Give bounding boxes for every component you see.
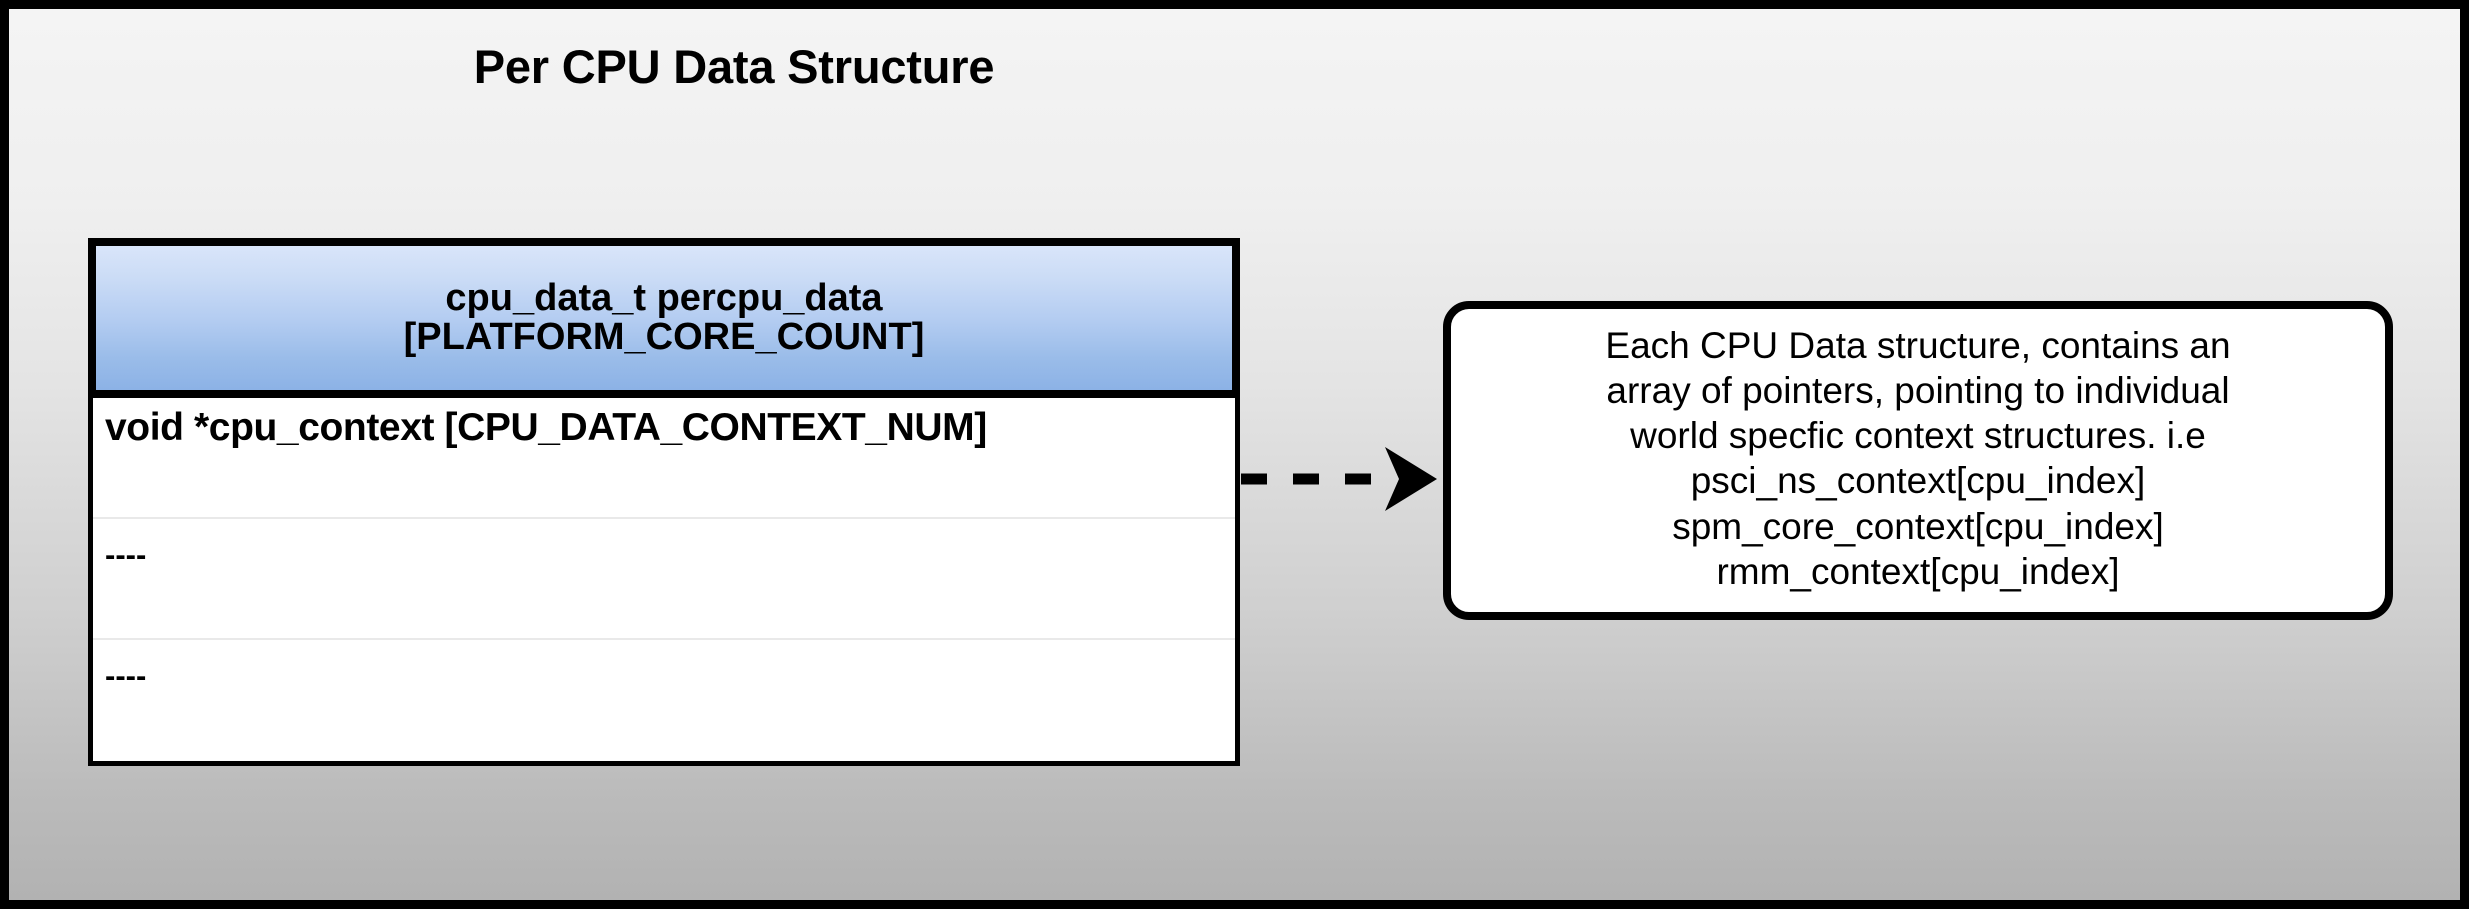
table-row: ----: [93, 640, 1235, 761]
callout-line: psci_ns_context[cpu_index]: [1690, 460, 2146, 502]
struct-header-line-2: [PLATFORM_CORE_COUNT]: [403, 316, 925, 358]
callout-line: array of pointers, pointing to individua…: [1606, 370, 2230, 412]
struct-field-label: ----: [105, 537, 147, 572]
struct-table-body: void *cpu_context [CPU_DATA_CONTEXT_NUM]…: [88, 398, 1240, 766]
table-row: void *cpu_context [CPU_DATA_CONTEXT_NUM]: [93, 398, 1235, 519]
dashed-arrow-right-icon: [1241, 447, 1437, 511]
struct-table-header: cpu_data_t percpu_data [PLATFORM_CORE_CO…: [88, 238, 1240, 398]
struct-header-line-1: cpu_data_t percpu_data: [445, 276, 883, 319]
percpu-data-struct-table: cpu_data_t percpu_data [PLATFORM_CORE_CO…: [88, 238, 1240, 766]
struct-field-label: ----: [105, 658, 147, 693]
callout-line: spm_core_context[cpu_index]: [1672, 505, 2164, 547]
callout-line: rmm_context[cpu_index]: [1716, 550, 2120, 592]
table-row: ----: [93, 519, 1235, 640]
struct-field-label: void *cpu_context [CPU_DATA_CONTEXT_NUM]: [105, 406, 987, 449]
callout-note: Each CPU Data structure, contains an arr…: [1443, 301, 2393, 620]
callout-line: world specfic context structures. i.e: [1630, 415, 2206, 457]
callout-line: Each CPU Data structure, contains an: [1605, 325, 2231, 366]
page-title: Per CPU Data Structure: [473, 40, 995, 93]
